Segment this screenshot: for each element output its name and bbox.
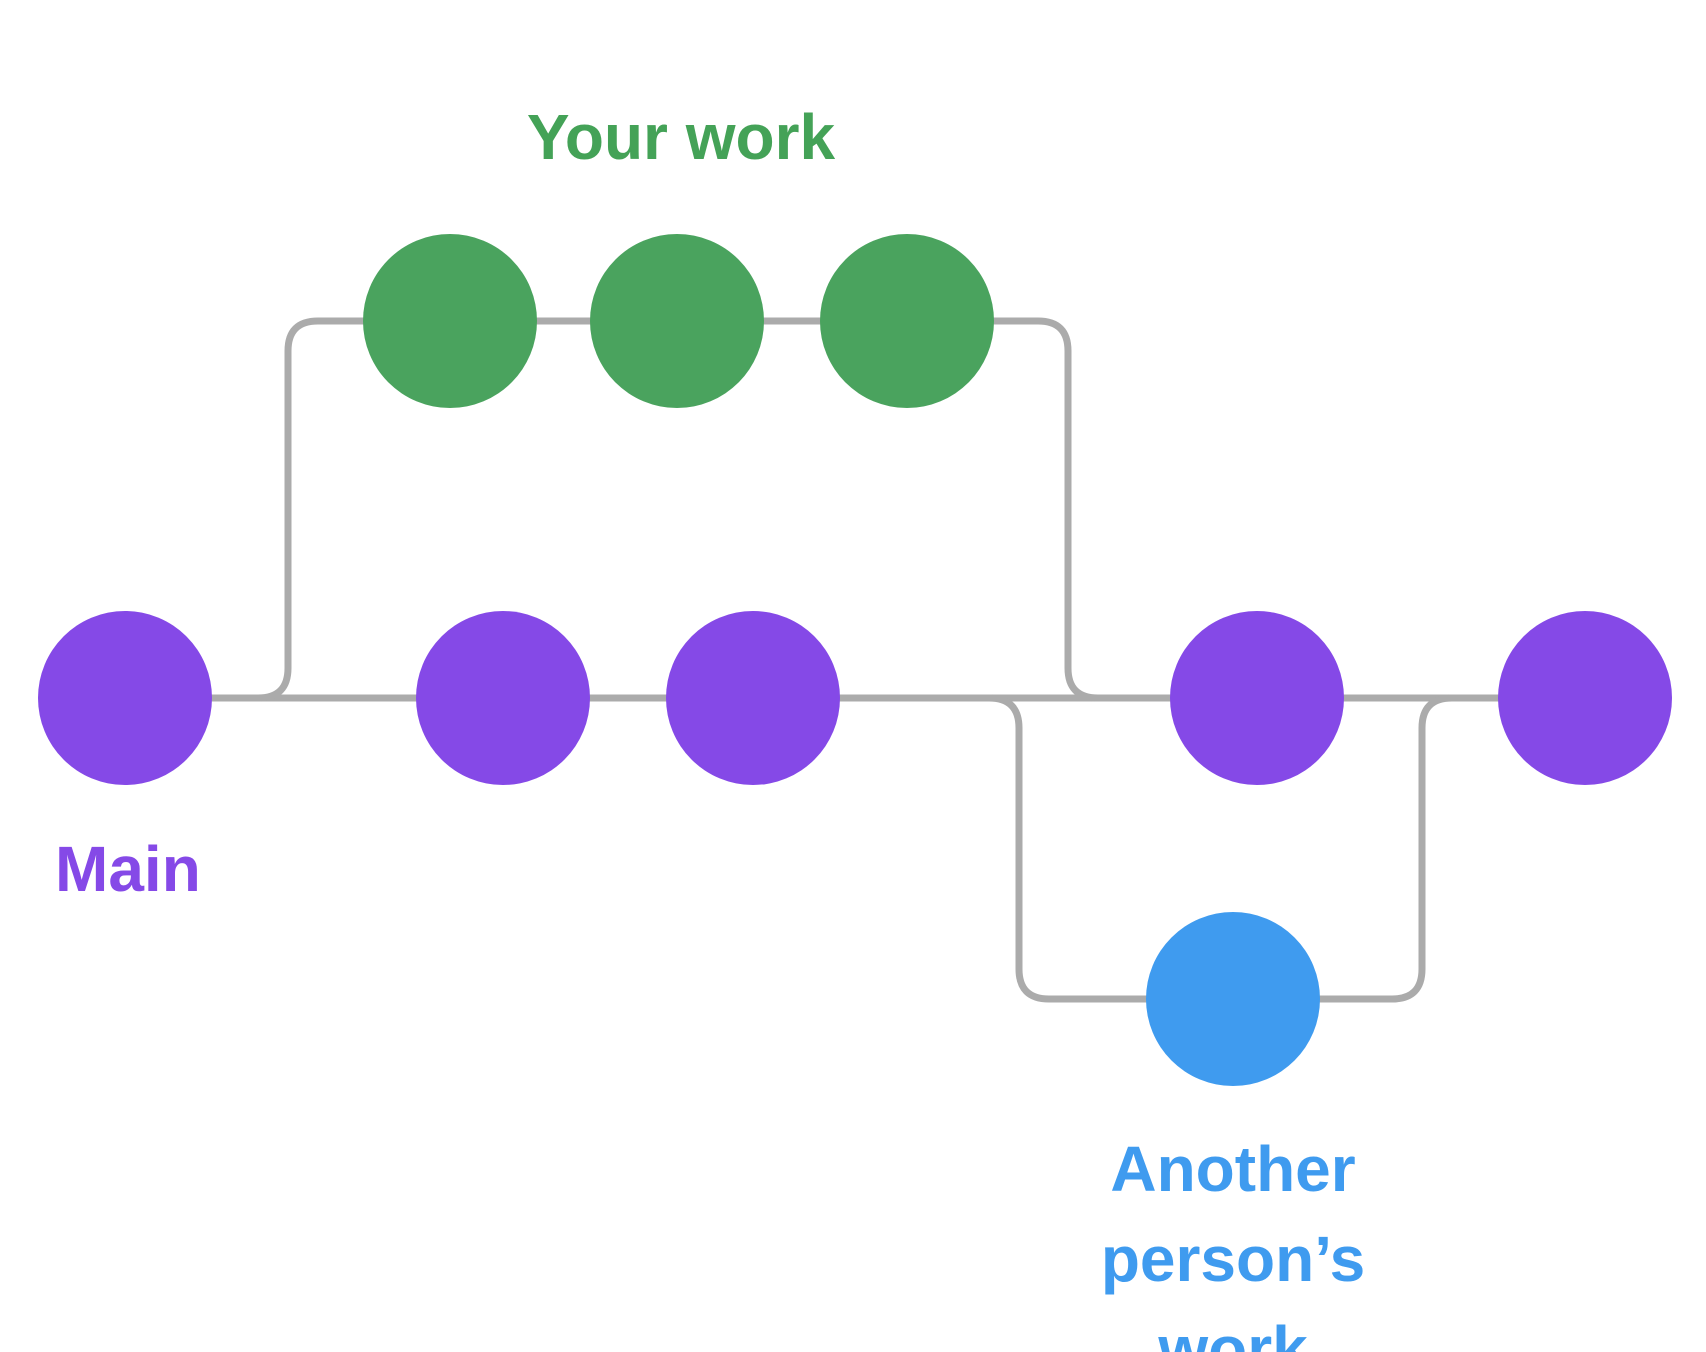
branch-label-your-work: Your work: [526, 101, 836, 173]
commit-main-1: [38, 611, 212, 785]
commit-another-person-1: [1146, 912, 1320, 1086]
commit-main-2: [416, 611, 590, 785]
connector-branch-out-your-work: [241, 317, 459, 702]
commit-main-3: [666, 611, 840, 785]
connector-merge-in-your-work: [986, 317, 1179, 702]
commit-your-work-1: [363, 234, 537, 408]
commit-main-5: [1498, 611, 1672, 785]
branch-label-main: Main: [55, 833, 201, 905]
connector-branch-out-another-person: [931, 694, 1154, 1003]
branch-label-another-person: Another person’s work: [1100, 1133, 1366, 1352]
commit-your-work-2: [590, 234, 764, 408]
commit-your-work-3: [820, 234, 994, 408]
commit-main-4: [1170, 611, 1344, 785]
connector-merge-in-another-person: [1306, 694, 1504, 1003]
